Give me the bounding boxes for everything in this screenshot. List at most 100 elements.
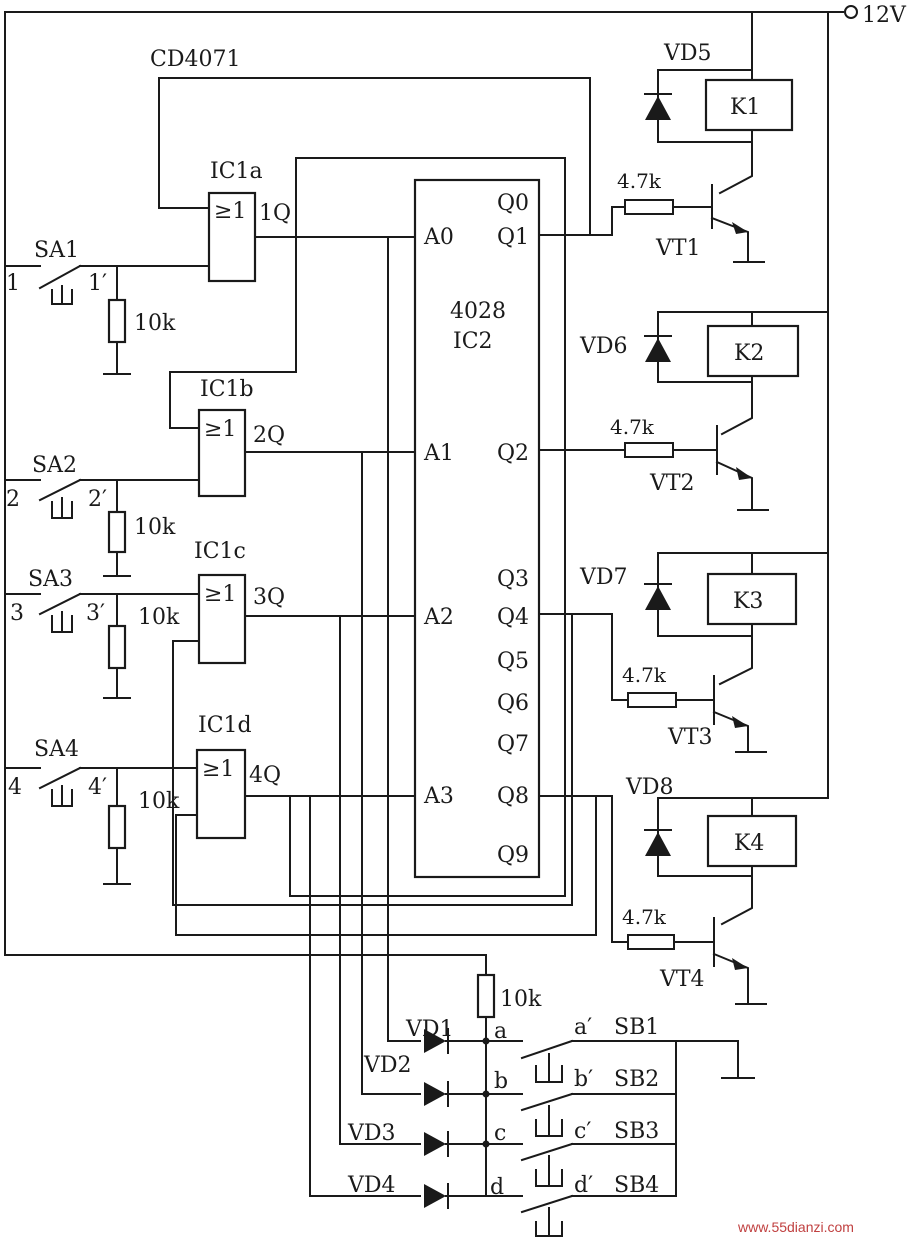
input-a0: A0 xyxy=(423,225,454,250)
resistor-label: 4.7k xyxy=(610,415,655,439)
button-sb2-actuator-icon xyxy=(535,1105,563,1137)
decoder-body xyxy=(413,178,541,879)
switch-left: 1 xyxy=(6,271,20,296)
gate-output-label: 2Q xyxy=(253,423,285,448)
pulldown-resistor xyxy=(107,804,127,850)
transistor-label: VT1 xyxy=(655,236,701,261)
decoder-ic2: 4028 IC2 A0 A1 A2 A3 Q0 Q1 Q2 Q3 Q4 Q5 Q… xyxy=(413,178,541,879)
gate-name: IC1c xyxy=(194,539,246,564)
transistor-label: VT3 xyxy=(667,725,713,750)
gate-ic1b: IC1b ≥1 2Q xyxy=(197,377,285,498)
node-label: b xyxy=(494,1069,508,1094)
relay-label: K3 xyxy=(733,589,763,614)
ground-icon xyxy=(103,847,131,885)
contact-label: c′ xyxy=(574,1119,591,1144)
input-a3: A3 xyxy=(423,784,454,809)
switch-name: SA3 xyxy=(28,567,73,592)
base-resistor xyxy=(627,934,675,950)
node-label: d xyxy=(490,1175,504,1200)
relay-label: K4 xyxy=(734,831,764,856)
output-q5: Q5 xyxy=(497,649,529,674)
diode-label: VD8 xyxy=(625,775,674,800)
diode-label: VD4 xyxy=(347,1173,396,1198)
button-sb4-contacts xyxy=(485,1194,677,1214)
relay-coil xyxy=(704,78,794,132)
output-q1: Q1 xyxy=(497,225,529,250)
feedback-wire-q1 xyxy=(158,77,591,236)
resistor-label: 4.7k xyxy=(622,663,667,687)
wire-q4-ch3 xyxy=(538,613,629,701)
diode-vd4-icon xyxy=(424,1184,446,1208)
button-label: SB3 xyxy=(614,1119,659,1144)
button-sb1-contacts xyxy=(485,1039,677,1060)
diode-label: VD2 xyxy=(363,1053,412,1078)
feedback-wire-ic1a xyxy=(158,77,210,209)
button-sb3-contacts xyxy=(485,1142,677,1162)
transistor-label: VT2 xyxy=(649,471,695,496)
output-q7: Q7 xyxy=(497,732,529,757)
gate-name: IC1a xyxy=(210,159,263,184)
pullup-value: 10k xyxy=(500,987,542,1012)
button-sb1-actuator-icon xyxy=(535,1053,563,1083)
gate-symbol: ≥1 xyxy=(204,582,236,607)
gate-output-label: 1Q xyxy=(259,201,291,226)
diode-vd1-icon xyxy=(424,1029,446,1053)
channel-2: VD6 K2 4.7k VT2 xyxy=(579,311,829,511)
diode-vd2-icon xyxy=(424,1082,446,1106)
button-sb2-contacts xyxy=(485,1092,677,1112)
flyback-diode-icon xyxy=(645,96,671,120)
gate-symbol: ≥1 xyxy=(204,417,236,442)
or-gate-body xyxy=(197,408,247,498)
switch-left: 2 xyxy=(6,487,20,512)
output-q6: Q6 xyxy=(497,691,529,716)
switch-sa1: SA1 1 1′ 10k xyxy=(4,238,210,375)
flyback-diode-icon xyxy=(645,338,671,362)
feedback-q4-ic1c xyxy=(172,613,573,906)
base-resistor xyxy=(624,199,674,215)
switch-name: SA4 xyxy=(34,737,79,762)
or-gate-body xyxy=(195,748,247,840)
channel-1: VD5 K1 4.7k VT1 xyxy=(617,11,794,263)
relay-coil xyxy=(706,572,798,626)
gate-output-label: 3Q xyxy=(253,585,285,610)
output-q3: Q3 xyxy=(497,567,529,592)
diode-label: VD6 xyxy=(579,334,628,359)
switch-right: 4′ xyxy=(88,775,107,800)
pullup-supply-wire xyxy=(4,954,487,976)
wire-q8-ch4 xyxy=(538,795,629,943)
switch-right: 2′ xyxy=(88,487,107,512)
resistor-label: 4.7k xyxy=(617,169,662,193)
or-gate-body xyxy=(207,191,257,283)
resistor-label: 4.7k xyxy=(622,905,667,929)
output-q0: Q0 xyxy=(497,191,529,216)
button-label: SB4 xyxy=(614,1173,659,1198)
decoder-part: 4028 xyxy=(450,299,506,324)
gate-output-label: 4Q xyxy=(249,763,281,788)
input-a2: A2 xyxy=(423,605,454,630)
switch-blade-icon xyxy=(38,264,82,290)
input-a1: A1 xyxy=(423,441,454,466)
gate-name: IC1b xyxy=(200,377,254,402)
flyback-diode-icon xyxy=(645,832,671,856)
diode-label: VD1 xyxy=(405,1017,454,1042)
switch-left: 3 xyxy=(10,601,24,626)
or-gate-body xyxy=(197,573,247,665)
resistor-value: 10k xyxy=(138,605,180,630)
button-label: SB2 xyxy=(614,1067,659,1092)
contact-label: a′ xyxy=(574,1015,592,1040)
button-label: SB1 xyxy=(614,1015,659,1040)
watermark: www.55dianzi.com xyxy=(737,1219,854,1235)
decoder-ref: IC2 xyxy=(453,329,493,354)
supply-label: 12V xyxy=(862,3,907,28)
relay-label: K2 xyxy=(734,341,764,366)
pullup-resistor xyxy=(476,973,496,1019)
or-gate-chip-label: CD4071 xyxy=(150,47,240,72)
ground-icon xyxy=(675,1040,755,1079)
contact-label: b′ xyxy=(574,1067,593,1092)
pulldown-resistor xyxy=(107,624,127,670)
transistor-label: VT4 xyxy=(659,967,705,992)
relay-label: K1 xyxy=(730,95,760,120)
channel-3: VD7 K3 4.7k VT3 xyxy=(579,552,829,753)
diode-label: VD5 xyxy=(663,41,712,66)
